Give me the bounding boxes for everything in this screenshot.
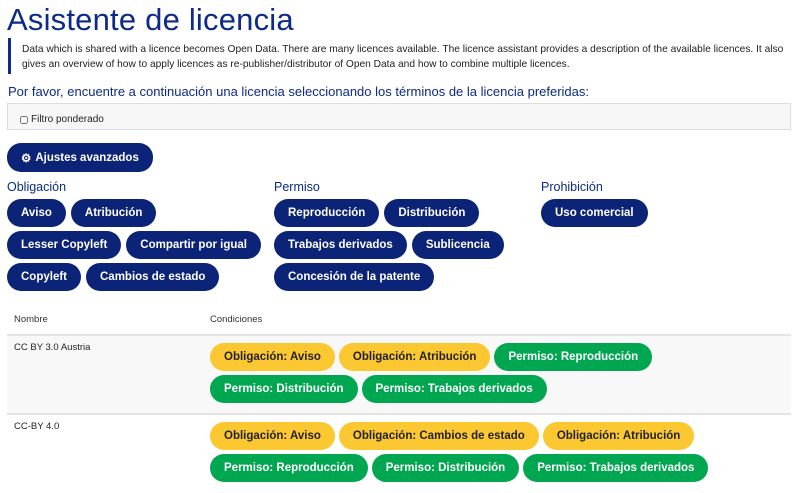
condition-badge: Permiso: Trabajos derivados xyxy=(523,454,709,482)
filter-compartir-por-igual[interactable]: Compartir por igual xyxy=(126,231,261,259)
table-header: Nombre Condiciones xyxy=(7,312,791,334)
condition-badge: Obligación: Atribución xyxy=(542,422,695,450)
intro-text: Data which is shared with a licence beco… xyxy=(8,38,798,74)
license-name[interactable]: CC BY 3.0 Austria xyxy=(14,342,91,353)
condition-badge: Permiso: Trabajos derivados xyxy=(361,375,547,403)
condition-badge: Obligación: Aviso xyxy=(210,343,335,371)
obligation-heading: Obligación xyxy=(7,180,67,194)
prohibition-group: Prohibición Uso comercial xyxy=(541,180,648,231)
gear-icon: ⚙ xyxy=(21,152,32,165)
filter-distribucion[interactable]: Distribución xyxy=(384,199,480,227)
column-header-conditions: Condiciones xyxy=(210,314,263,325)
condition-badge: Obligación: Cambios de estado xyxy=(338,422,539,450)
condition-badge: Permiso: Reproducción xyxy=(210,454,368,482)
page-title: Asistente de licencia xyxy=(7,2,294,37)
filter-aviso[interactable]: Aviso xyxy=(7,199,66,227)
condition-badge: Obligación: Aviso xyxy=(210,422,335,450)
filter-concesion-patente[interactable]: Concesión de la patente xyxy=(274,263,435,291)
weighted-filter-label: Filtro ponderado xyxy=(31,114,104,125)
table-row: CC-BY 4.0 Obligación: Aviso Obligación: … xyxy=(7,413,791,493)
obligation-group: Obligación Aviso Atribución Lesser Copyl… xyxy=(7,180,261,295)
condition-badge: Permiso: Reproducción xyxy=(494,343,653,371)
permission-heading: Permiso xyxy=(274,180,320,194)
advanced-settings-button[interactable]: ⚙ Ajustes avanzados xyxy=(7,143,153,172)
prohibition-heading: Prohibición xyxy=(541,180,603,194)
filter-copyleft[interactable]: Copyleft xyxy=(7,263,81,291)
instruction-heading: Por favor, encuentre a continuación una … xyxy=(8,84,590,99)
filter-lesser-copyleft[interactable]: Lesser Copyleft xyxy=(7,231,122,259)
filter-sublicencia[interactable]: Sublicencia xyxy=(411,231,504,259)
filter-atribucion[interactable]: Atribución xyxy=(70,199,157,227)
advanced-settings-label: Ajustes avanzados xyxy=(35,151,139,164)
column-header-name: Nombre xyxy=(14,314,48,325)
license-name[interactable]: CC-BY 4.0 xyxy=(14,421,60,432)
filter-reproduccion[interactable]: Reproducción xyxy=(274,199,380,227)
permission-group: Permiso Reproducción Distribución Trabaj… xyxy=(274,180,504,295)
condition-badge: Obligación: Atribución xyxy=(338,343,491,371)
weighted-filter[interactable]: Filtro ponderado xyxy=(7,103,791,130)
filter-trabajos-derivados[interactable]: Trabajos derivados xyxy=(274,231,407,259)
table-row: CC BY 3.0 Austria Obligación: Aviso Obli… xyxy=(7,334,791,413)
filter-cambios-de-estado[interactable]: Cambios de estado xyxy=(86,263,220,291)
condition-badge: Permiso: Distribución xyxy=(371,454,520,482)
weighted-filter-checkbox[interactable] xyxy=(20,115,28,124)
condition-badge: Permiso: Distribución xyxy=(210,375,358,403)
filter-uso-comercial[interactable]: Uso comercial xyxy=(541,199,648,227)
